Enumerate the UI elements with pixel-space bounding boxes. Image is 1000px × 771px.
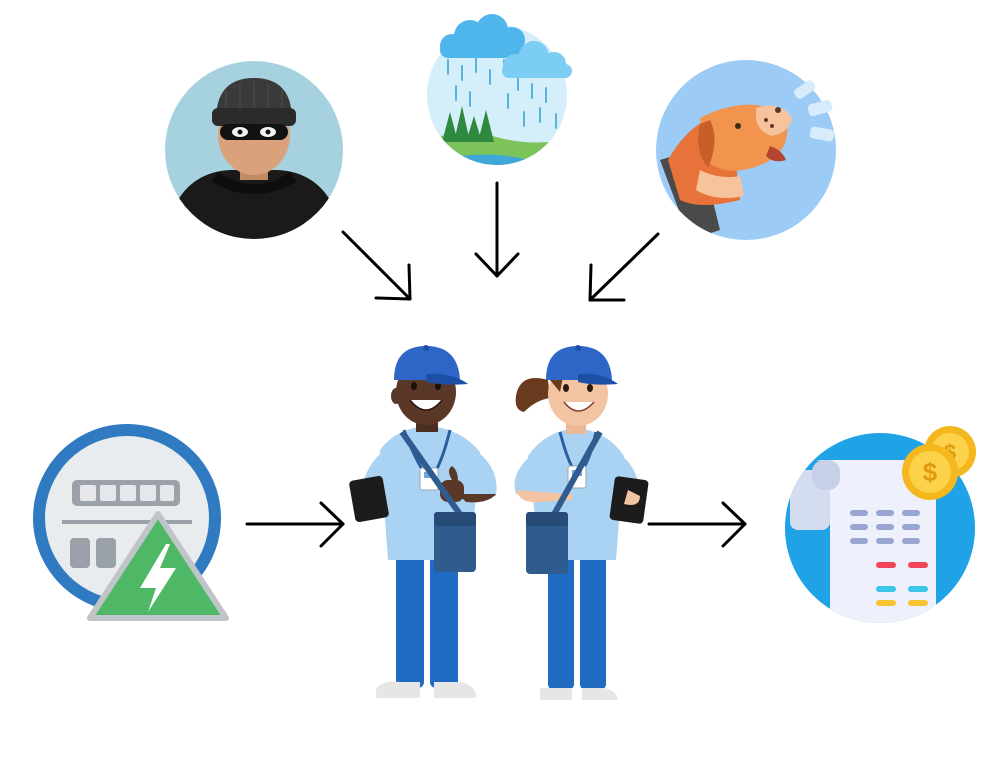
- dog-icon: [656, 60, 836, 240]
- arrow-meter-to-workers: [245, 501, 345, 548]
- arrow-workers-to-bill: [647, 501, 747, 548]
- coin-icon: $: [902, 444, 958, 500]
- arrow-dog-to-workers: [588, 232, 660, 302]
- svg-text:$: $: [923, 457, 938, 487]
- male-worker: [349, 345, 497, 698]
- female-worker: [514, 345, 649, 700]
- meter-reader-workers-icon: [349, 345, 649, 700]
- rain-cloud-icon: [427, 14, 572, 165]
- bill-with-coins-icon: $ $: [785, 426, 976, 623]
- electric-meter-icon: [33, 424, 229, 621]
- arrow-burglar-to-workers: [341, 230, 412, 301]
- burglar-icon: [165, 61, 343, 239]
- arrow-rain-to-workers: [474, 181, 520, 278]
